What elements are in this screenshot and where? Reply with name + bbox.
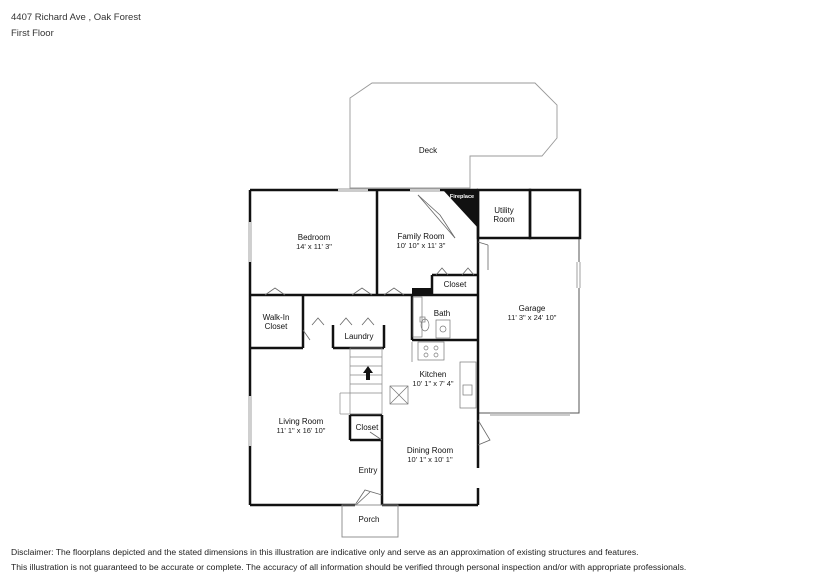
fireplace-label: Fireplace	[450, 194, 474, 200]
address-title: 4407 Richard Ave , Oak Forest	[11, 12, 141, 23]
stairs-arrow-icon	[363, 366, 373, 380]
family-room-dimensions: 10' 10" x 11' 3"	[397, 241, 446, 250]
kitchen-dimensions: 10' 1" x 7' 4"	[412, 379, 453, 388]
walkin-closet-label-2: Closet	[265, 322, 288, 331]
dining-room-dimensions: 10' 1" x 10' 1"	[407, 455, 453, 464]
garage-label: Garage	[519, 304, 546, 313]
disclaimer-line-2: This illustration is not guaranteed to b…	[11, 562, 687, 572]
interior-walls	[250, 190, 478, 505]
fireplace	[443, 190, 478, 228]
garage-outline	[477, 237, 580, 414]
kitchen-label: Kitchen	[420, 370, 447, 379]
floor-label: First Floor	[11, 28, 54, 39]
stairs	[339, 347, 383, 415]
family-closet-label: Closet	[444, 280, 467, 289]
living-closet-label: Closet	[356, 423, 379, 432]
entry-label: Entry	[359, 466, 378, 475]
porch-label: Porch	[359, 515, 380, 524]
bedroom-dimensions: 14' x 11' 3"	[296, 242, 332, 251]
living-room-label: Living Room	[279, 417, 324, 426]
kitchen-fixtures	[389, 341, 477, 409]
living-room-dimensions: 11' 1" x 16' 10"	[277, 426, 326, 435]
utility-room-label-1: Utility	[494, 206, 514, 215]
deck-outline	[349, 82, 558, 189]
walkin-closet-label-1: Walk-In	[263, 313, 290, 322]
garage-dimensions: 11' 3" x 24' 10"	[508, 313, 557, 322]
dining-room-label: Dining Room	[407, 446, 454, 455]
bedroom-label: Bedroom	[298, 233, 331, 242]
deck-label: Deck	[419, 146, 438, 155]
laundry-label: Laundry	[345, 332, 374, 341]
family-room-label: Family Room	[397, 232, 444, 241]
utility-room-label-2: Room	[493, 215, 515, 224]
porch-outline	[341, 504, 399, 538]
disclaimer-line-1: Disclaimer: The floorplans depicted and …	[11, 547, 639, 557]
bath-label: Bath	[434, 309, 450, 318]
bath-fixtures	[412, 296, 451, 339]
